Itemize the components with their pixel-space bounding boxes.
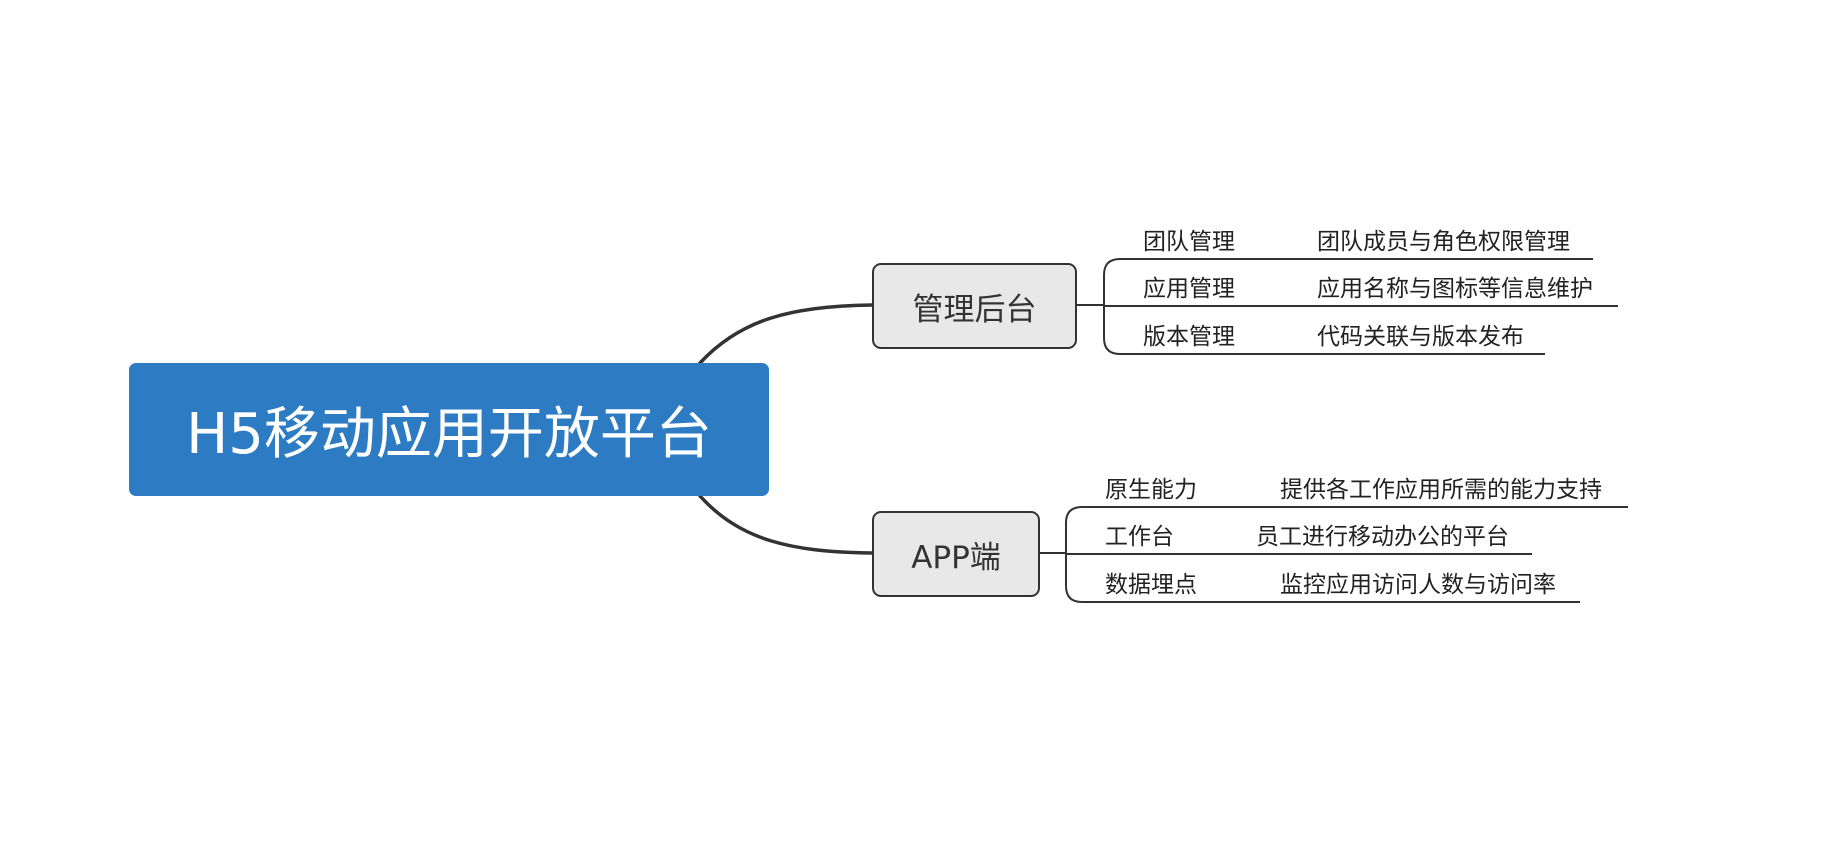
branch-app[interactable]: APP端 <box>872 511 1040 597</box>
branch-admin-label: 管理后台 <box>912 291 1037 328</box>
subtopic-app-management-detail[interactable]: 应用名称与图标等信息维护 <box>1317 276 1593 302</box>
subtopic-native-capability[interactable]: 原生能力 <box>1105 477 1197 503</box>
subtopic-workbench[interactable]: 工作台 <box>1105 524 1174 550</box>
branch-admin[interactable]: 管理后台 <box>872 263 1077 349</box>
central-topic-label: H5移动应用开放平台 <box>186 402 712 467</box>
subtopic-workbench-detail[interactable]: 员工进行移动办公的平台 <box>1256 524 1509 550</box>
connector-central-to-admin <box>698 303 874 365</box>
subtopic-data-tracking-detail[interactable]: 监控应用访问人数与访问率 <box>1280 572 1556 598</box>
subtopic-native-capability-detail[interactable]: 提供各工作应用所需的能力支持 <box>1280 477 1602 503</box>
subtopic-app-management[interactable]: 应用管理 <box>1143 276 1235 302</box>
subtopic-data-tracking[interactable]: 数据埋点 <box>1105 572 1197 598</box>
branch-app-label: APP端 <box>911 539 1001 576</box>
subtopic-version-management-detail[interactable]: 代码关联与版本发布 <box>1317 324 1524 350</box>
subtopic-version-management[interactable]: 版本管理 <box>1143 324 1235 350</box>
connector-central-to-app <box>698 494 874 555</box>
subtopic-team-management-detail[interactable]: 团队成员与角色权限管理 <box>1317 229 1570 255</box>
subtopic-team-management[interactable]: 团队管理 <box>1143 229 1235 255</box>
central-topic[interactable]: H5移动应用开放平台 <box>129 363 769 496</box>
